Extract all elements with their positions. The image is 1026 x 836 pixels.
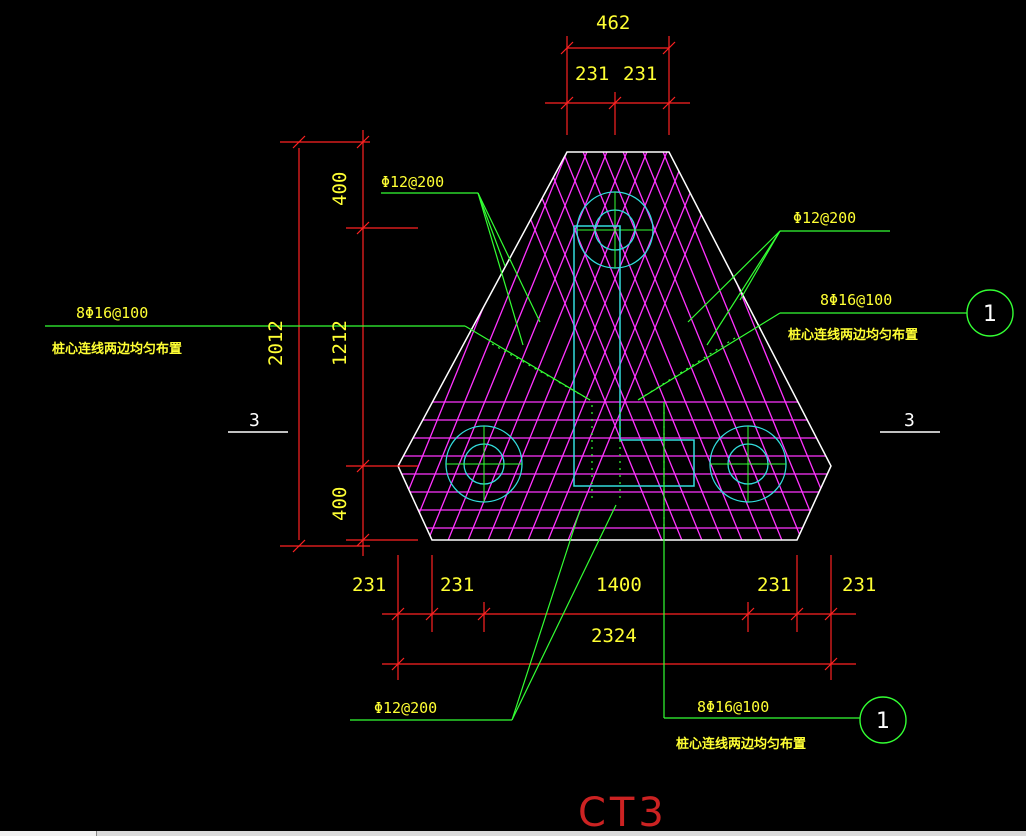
pile-centerlines bbox=[446, 192, 786, 502]
callout-number-bottom: 1 bbox=[876, 709, 890, 734]
rebar-note-right: 桩心连线两边均匀布置 bbox=[788, 327, 918, 343]
dim-left-total: 2012 bbox=[265, 320, 287, 366]
dim-bottom-total: 2324 bbox=[591, 625, 637, 647]
dim-left-bottom: 400 bbox=[329, 487, 351, 521]
dim-top-total: 462 bbox=[596, 12, 630, 34]
dim-bottom-2: 231 bbox=[440, 574, 474, 596]
dim-top-left: 231 bbox=[575, 63, 609, 85]
dim-bottom-mid: 1400 bbox=[596, 574, 642, 596]
dim-left-mid: 1212 bbox=[329, 320, 351, 366]
rebar-note-bottom-right: 桩心连线两边均匀布置 bbox=[676, 736, 806, 752]
model-tab[interactable] bbox=[0, 831, 97, 836]
leader-lines bbox=[45, 192, 967, 721]
dim-top-right: 231 bbox=[623, 63, 657, 85]
dim-bottom-4: 231 bbox=[842, 574, 876, 596]
rebar-label-bottom: Φ12@200 bbox=[374, 699, 437, 717]
section-mark-left: 3 bbox=[249, 410, 260, 431]
rebar-note-left: 桩心连线两边均匀布置 bbox=[52, 341, 182, 357]
rebar-label-top-left: Φ12@200 bbox=[381, 173, 444, 191]
column-outline bbox=[573, 225, 695, 487]
dim-left-top: 400 bbox=[329, 172, 351, 206]
rebar-label-left: 8Φ16@100 bbox=[76, 304, 148, 322]
callout-bubble-bottom bbox=[859, 696, 907, 744]
dimension-lines bbox=[280, 36, 856, 680]
rebar-label-top-right: Φ12@200 bbox=[793, 209, 856, 227]
rebar-label-right: 8Φ16@100 bbox=[820, 291, 892, 309]
section-mark-right: 3 bbox=[904, 410, 915, 431]
callout-bubble-right bbox=[966, 289, 1014, 337]
dim-bottom-1: 231 bbox=[352, 574, 386, 596]
drawing-title: CT3 bbox=[578, 790, 668, 836]
status-bar bbox=[0, 831, 1026, 836]
rebar-label-bottom-right: 8Φ16@100 bbox=[697, 698, 769, 716]
dim-bottom-3: 231 bbox=[757, 574, 791, 596]
callout-number-right: 1 bbox=[983, 302, 997, 327]
